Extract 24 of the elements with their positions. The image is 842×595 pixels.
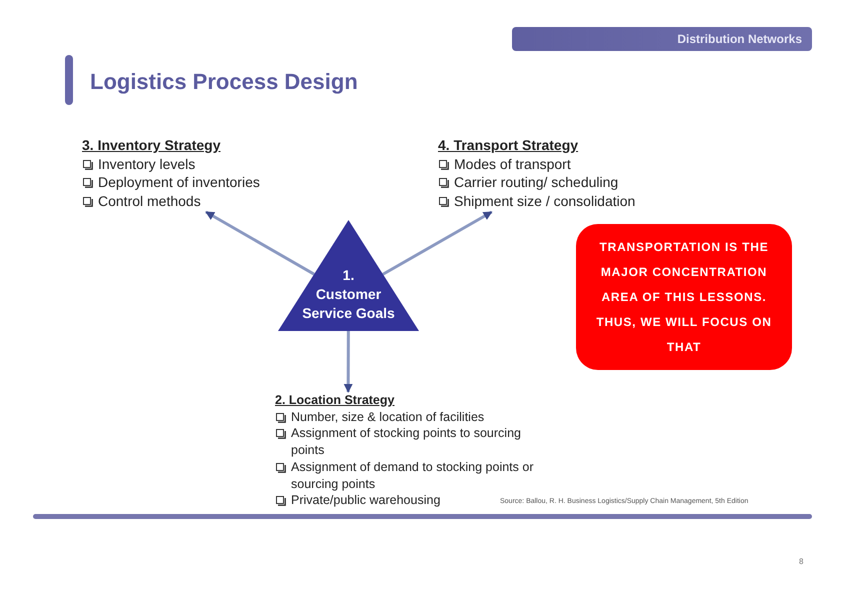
triangle-label: 1. bbox=[342, 266, 354, 285]
page-number: 8 bbox=[799, 557, 804, 567]
list-item-text: Inventory levels bbox=[98, 154, 196, 173]
list-item-text: Assignment of stocking points to sourcing points bbox=[291, 425, 522, 459]
list-item-text: Shipment size / consolidation bbox=[454, 192, 636, 210]
list-item-text: Carrier routing/ scheduling bbox=[454, 173, 618, 192]
arrow bbox=[344, 331, 353, 393]
triangle-label: Customer Service Goals bbox=[301, 285, 396, 323]
strategy-heading: 3. Inventory Strategy bbox=[82, 136, 220, 154]
list-item-text: Control methods bbox=[98, 192, 201, 210]
slide-title: Logistics Process Design bbox=[90, 69, 358, 95]
section-header-bar: Distribution Networks bbox=[512, 27, 812, 51]
list-item-text: Assignment of demand to stocking points or sourcing points bbox=[291, 458, 534, 492]
arrow bbox=[382, 210, 492, 276]
callout-text: TRANSPORTATION IS THE MAJOR CONCENTRATION AREA OF THIS LESSONS. THUS, WE WILL FOCUS ON THAT bbox=[595, 238, 773, 356]
strategy-heading: 2. Location Strategy bbox=[275, 392, 394, 409]
list-item-text: Modes of transport bbox=[454, 154, 571, 173]
list-item-text: Number, size & location of facilities bbox=[291, 408, 484, 426]
callout-box bbox=[576, 224, 792, 370]
list-item-text: Private/public warehousing bbox=[291, 492, 440, 509]
goal-triangle bbox=[278, 220, 419, 331]
strategy-heading: 4. Transport Strategy bbox=[438, 136, 578, 154]
arrow bbox=[205, 210, 315, 276]
list-item-text: Deployment of inventories bbox=[98, 173, 260, 192]
